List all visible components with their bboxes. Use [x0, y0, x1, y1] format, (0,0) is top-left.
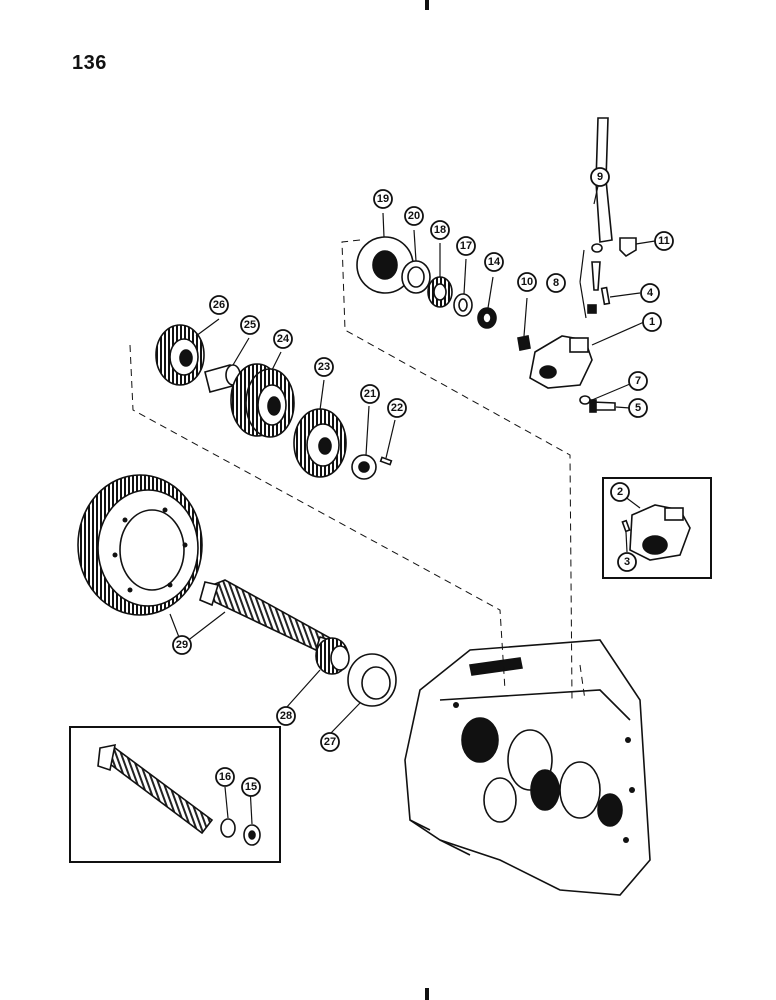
gear-23 [293, 408, 347, 478]
svg-text:4: 4 [647, 287, 654, 299]
svg-text:21: 21 [364, 388, 376, 400]
callout-18: 18 [430, 220, 450, 240]
bearing-cone-28 [315, 637, 350, 675]
callout-3: 3 [617, 552, 637, 572]
shifter-housing-1 [529, 335, 593, 389]
svg-text:15: 15 [245, 781, 257, 793]
svg-text:19: 19 [377, 193, 389, 205]
lever-parts-8 [587, 243, 603, 314]
bearing-18 [427, 276, 453, 308]
svg-text:24: 24 [277, 333, 290, 345]
cup-20 [401, 260, 431, 294]
bearing-cup-27 [347, 653, 397, 707]
svg-text:29: 29 [176, 639, 188, 651]
inset-alternate-housing [602, 477, 712, 579]
svg-text:27: 27 [324, 736, 336, 748]
washer-21 [351, 454, 377, 480]
svg-text:20: 20 [408, 210, 420, 222]
svg-text:2: 2 [617, 486, 623, 498]
clip-11 [619, 237, 637, 258]
callout-21: 21 [360, 384, 380, 404]
callout-11: 11 [654, 231, 674, 251]
callout-17: 17 [456, 236, 476, 256]
callout-28: 28 [276, 706, 296, 726]
spacer-17 [453, 293, 473, 317]
callout-15: 15 [241, 777, 261, 797]
transmission-housing [404, 639, 651, 896]
callout-10: 10 [517, 272, 537, 292]
svg-text:22: 22 [391, 402, 403, 414]
callout-29: 29 [172, 635, 192, 655]
svg-text:5: 5 [635, 402, 641, 414]
svg-text:14: 14 [488, 256, 501, 268]
pin-4 [600, 286, 611, 306]
svg-text:18: 18 [434, 224, 446, 236]
plug-10 [517, 335, 531, 351]
register-mark-bottom [425, 988, 429, 1000]
callout-9: 9 [590, 167, 610, 187]
callout-24: 24 [273, 329, 293, 349]
callout-2: 2 [610, 482, 630, 502]
svg-text:11: 11 [658, 235, 670, 247]
register-mark-top [425, 0, 429, 10]
ring-gear-29 [77, 474, 203, 616]
callout-25: 25 [240, 315, 260, 335]
svg-text:9: 9 [597, 171, 603, 183]
svg-text:25: 25 [244, 319, 256, 331]
callout-16: 16 [215, 767, 235, 787]
nut-14 [477, 307, 497, 329]
pinion-shaft-29 [199, 579, 332, 657]
page-number: 136 [72, 52, 107, 74]
svg-text:17: 17 [460, 240, 472, 252]
callout-19: 19 [373, 189, 393, 209]
svg-text:28: 28 [280, 710, 292, 722]
assembly-guide-lines [129, 239, 586, 701]
callout-23: 23 [314, 357, 334, 377]
svg-text:3: 3 [624, 556, 630, 568]
gear-26 [155, 324, 205, 386]
callout-1: 1 [642, 312, 662, 332]
leader-lines [169, 185, 656, 825]
callout-27: 27 [320, 732, 340, 752]
callout-8: 8 [546, 273, 566, 293]
washer-7 [579, 395, 591, 405]
svg-text:1: 1 [649, 316, 655, 328]
seal-19 [356, 236, 414, 294]
svg-text:7: 7 [635, 375, 641, 387]
svg-text:10: 10 [521, 276, 533, 288]
svg-text:8: 8 [553, 277, 559, 289]
callout-4: 4 [640, 283, 660, 303]
svg-text:16: 16 [219, 771, 231, 783]
callout-14: 14 [484, 252, 504, 272]
gear-24 [230, 363, 295, 438]
callout-7: 7 [628, 371, 648, 391]
callout-26: 26 [209, 295, 229, 315]
inset-alternate-pinion [69, 726, 281, 863]
bolt-5 [589, 399, 616, 413]
callout-5: 5 [628, 398, 648, 418]
callout-22: 22 [387, 398, 407, 418]
callout-20: 20 [404, 206, 424, 226]
pin-22 [379, 456, 393, 466]
svg-text:26: 26 [213, 299, 225, 311]
svg-text:23: 23 [318, 361, 330, 373]
